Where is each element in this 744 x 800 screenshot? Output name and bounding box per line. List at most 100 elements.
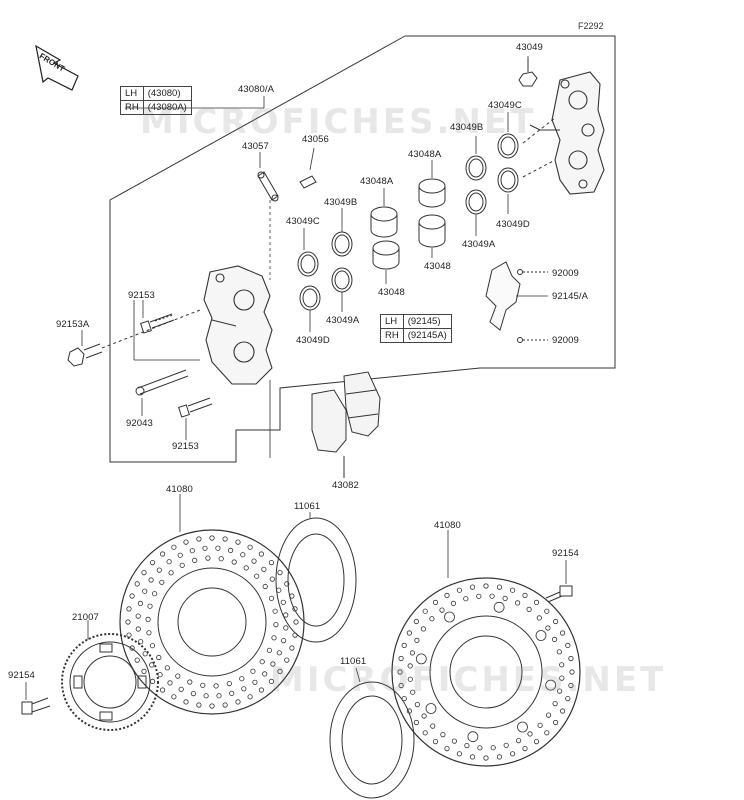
drill-hole	[251, 558, 257, 564]
drill-hole	[559, 662, 565, 668]
drill-hole	[135, 626, 141, 632]
label-43049b-mid: 43049B	[324, 197, 358, 208]
drill-hole	[216, 693, 222, 699]
spacer-plate-top	[275, 517, 357, 643]
label-92043: 92043	[126, 418, 153, 429]
drill-hole	[401, 642, 407, 649]
label-43056: 43056	[302, 134, 329, 145]
bolt-92153-top	[140, 313, 175, 334]
label-41080-right: 41080	[434, 520, 461, 531]
drill-hole	[283, 612, 289, 618]
drill-hole	[148, 577, 154, 583]
drill-hole	[515, 737, 522, 744]
label-43049c-top: 43049C	[488, 100, 522, 111]
drill-hole	[277, 569, 283, 576]
drill-hole	[150, 559, 156, 566]
label-92154-left: 92154	[8, 670, 35, 681]
spacer-plate-bottom	[329, 681, 415, 799]
drill-hole	[147, 603, 153, 609]
drill-hole	[177, 552, 183, 558]
drill-hole	[160, 551, 166, 557]
drill-hole	[126, 632, 132, 638]
drill-hole	[280, 599, 286, 605]
drill-hole	[269, 576, 275, 582]
drill-hole	[537, 722, 543, 728]
drill-hole	[565, 642, 571, 649]
drill-hole	[456, 587, 462, 593]
drill-hole	[490, 745, 496, 751]
drill-hole	[559, 675, 565, 681]
label-43057: 43057	[242, 141, 269, 152]
side-cell: RH	[380, 328, 404, 343]
drill-hole	[536, 615, 542, 621]
drill-hole	[192, 557, 198, 564]
watermark-bottom: MICROFICHES.NET	[270, 660, 667, 700]
drill-hole	[175, 673, 181, 679]
drill-hole	[135, 613, 141, 619]
watermark-top: MICROFICHES.NET	[140, 102, 537, 142]
drill-hole	[397, 669, 403, 675]
drill-hole	[126, 606, 132, 612]
drill-hole	[544, 730, 550, 736]
drill-hole	[276, 587, 282, 593]
front-arrow-icon	[35, 44, 79, 91]
drill-hole	[556, 688, 563, 694]
drill-hole	[229, 690, 235, 696]
drill-hole	[456, 751, 462, 757]
drill-hole	[413, 719, 419, 726]
drill-hole	[138, 639, 144, 645]
drill-hole	[509, 751, 516, 757]
drill-hole	[166, 559, 172, 565]
drill-hole	[258, 687, 264, 693]
drill-hole	[178, 686, 184, 692]
drill-hole	[209, 703, 215, 709]
table-row: LH (92145)	[380, 314, 452, 329]
drill-hole	[247, 694, 253, 700]
drill-hole	[293, 619, 299, 625]
drill-hole	[421, 713, 427, 719]
drill-hole	[414, 637, 420, 644]
drill-hole	[467, 731, 479, 743]
label-21007: 21007	[72, 612, 99, 623]
drill-hole	[129, 645, 135, 651]
drill-hole	[483, 755, 489, 761]
drill-hole	[157, 672, 163, 678]
drill-hole	[464, 742, 470, 749]
drill-hole	[551, 636, 558, 643]
drill-hole	[277, 668, 283, 675]
drill-hole	[552, 700, 558, 707]
drill-hole	[243, 565, 249, 571]
drill-hole	[407, 676, 413, 682]
drill-hole	[241, 686, 247, 692]
drill-hole	[432, 599, 439, 606]
drill-hole	[202, 545, 208, 551]
drill-hole	[167, 680, 173, 686]
drill-hole	[203, 693, 209, 699]
drill-hole	[171, 694, 177, 700]
drill-hole	[262, 583, 268, 590]
label-43048a-mid: 43048A	[360, 176, 394, 187]
drill-hole	[414, 701, 420, 708]
label-43049b-top: 43049B	[450, 122, 484, 133]
drill-hole	[271, 635, 277, 641]
pin-92043	[135, 369, 189, 396]
label-92153-top: 92153	[128, 290, 155, 301]
assembly-outline	[109, 35, 616, 463]
side-cell: LH	[380, 314, 404, 329]
drill-hole	[440, 731, 446, 738]
drill-hole	[262, 671, 268, 677]
label-92153-bot: 92153	[172, 441, 199, 452]
drill-hole	[235, 699, 241, 705]
drill-hole	[409, 650, 415, 656]
label-43049a-mid: 43049A	[326, 315, 360, 326]
drill-hole	[544, 608, 550, 614]
drill-hole	[552, 618, 559, 625]
drill-hole	[252, 679, 258, 685]
label-92153a: 92153A	[56, 319, 90, 330]
drill-hole	[231, 559, 237, 565]
part-cell: (43080)	[142, 86, 192, 101]
drill-hole	[190, 690, 196, 697]
label-43049d-mid: 43049D	[296, 335, 330, 346]
part-cell: (92145)	[402, 314, 452, 329]
